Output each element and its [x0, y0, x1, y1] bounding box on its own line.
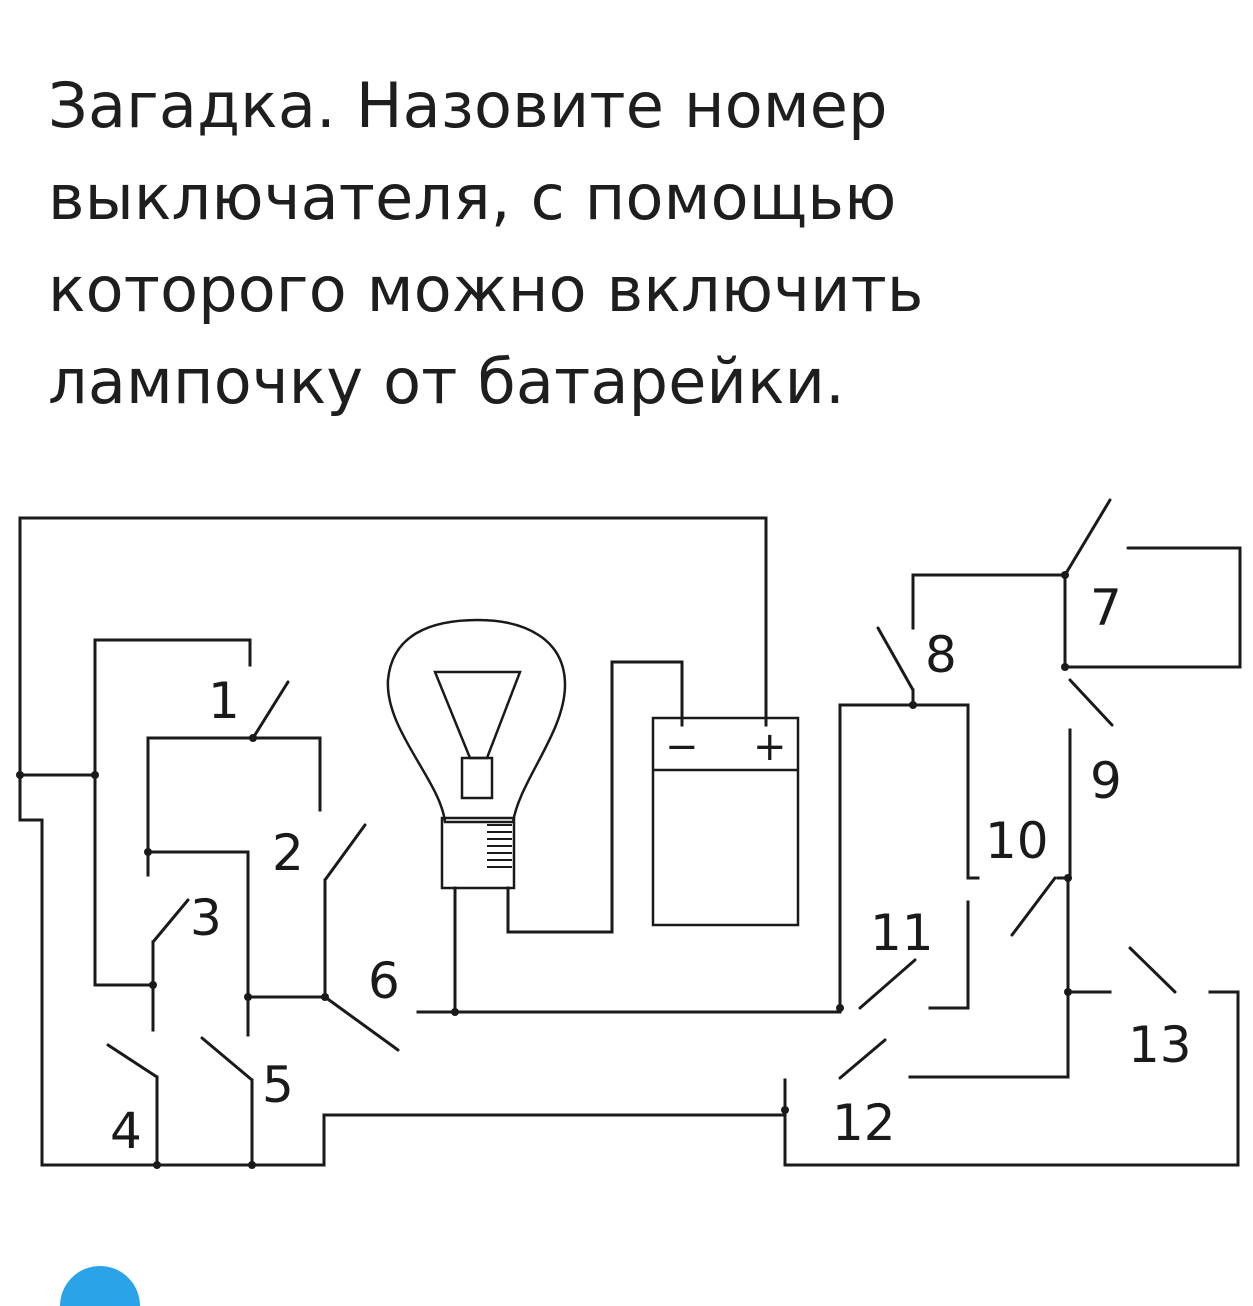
- wire-12-right: [908, 990, 1112, 1079]
- switch-4-blade: [106, 1043, 159, 1079]
- switch-label-2: 2: [272, 824, 304, 882]
- switch-11-blade: [858, 958, 917, 1010]
- wire-11-right: [928, 900, 970, 1010]
- wire-8-block: [838, 703, 980, 1014]
- switch-7-blade: [1063, 498, 1112, 577]
- switch-label-11: 11: [870, 904, 934, 962]
- wire-8-top: [911, 546, 1242, 669]
- circuit-diagram: − + 1 2 3 4 5 6 7 8 9 10 11 12 13: [16, 498, 1242, 1169]
- riddle-line-1: Загадка. Назовите номер: [48, 69, 888, 142]
- wire-branch-1: [18, 638, 252, 777]
- battery-icon: − +: [651, 716, 800, 927]
- wire-outer-top: [18, 516, 768, 782]
- switch-label-10: 10: [985, 812, 1049, 870]
- switch-label-5: 5: [262, 1056, 294, 1114]
- switch-label-8: 8: [925, 626, 957, 684]
- switch-label-13: 13: [1128, 1016, 1192, 1074]
- switch-label-3: 3: [190, 889, 222, 947]
- wire-1-out: [251, 736, 322, 812]
- switch-5-blade: [200, 1036, 254, 1082]
- wire-10-right: [1056, 728, 1072, 880]
- switch-13-blade: [1128, 946, 1177, 994]
- wire-4-loop: [93, 773, 155, 987]
- switch-1-blade: [251, 680, 290, 740]
- wire-bottom-right: [783, 990, 1240, 1167]
- switch-2-blade: [323, 823, 367, 882]
- riddle-line-4: лампочку от батарейки.: [48, 345, 846, 418]
- switch-6-blade: [323, 995, 400, 1052]
- battery-plus-label: +: [753, 724, 787, 770]
- blue-circle-icon: [60, 1266, 140, 1306]
- junction-nodes: [16, 571, 1072, 1169]
- battery-minus-label: −: [665, 724, 699, 770]
- switch-12-blade: [838, 1038, 887, 1080]
- riddle-line-2: выключателя, с помощью: [48, 161, 897, 234]
- wire-lamp-right: [506, 660, 684, 934]
- switch-label-6: 6: [368, 952, 400, 1010]
- light-bulb-icon: [386, 618, 567, 890]
- switch-label-9: 9: [1090, 752, 1122, 810]
- switch-label-4: 4: [110, 1102, 142, 1160]
- switch-9-blade: [1068, 678, 1114, 727]
- switch-label-1: 1: [208, 672, 240, 730]
- wire-1-left: [146, 736, 255, 997]
- switch-label-7: 7: [1090, 579, 1122, 637]
- switch-3-blade: [151, 898, 190, 944]
- switch-contacts: [106, 498, 1212, 1082]
- circuit-wires: [18, 516, 1242, 1167]
- switch-label-12: 12: [832, 1094, 896, 1152]
- switch-10-blade: [1010, 876, 1057, 937]
- riddle-line-3: которого можно включить: [48, 253, 924, 326]
- riddle-text: Загадка. Назовите номер выключателя, с п…: [48, 60, 1208, 428]
- switch-labels: 1 2 3 4 5 6 7 8 9 10 11 12 13: [110, 579, 1192, 1160]
- switch-8-blade: [876, 626, 915, 692]
- wire-outer-left: [18, 778, 787, 1167]
